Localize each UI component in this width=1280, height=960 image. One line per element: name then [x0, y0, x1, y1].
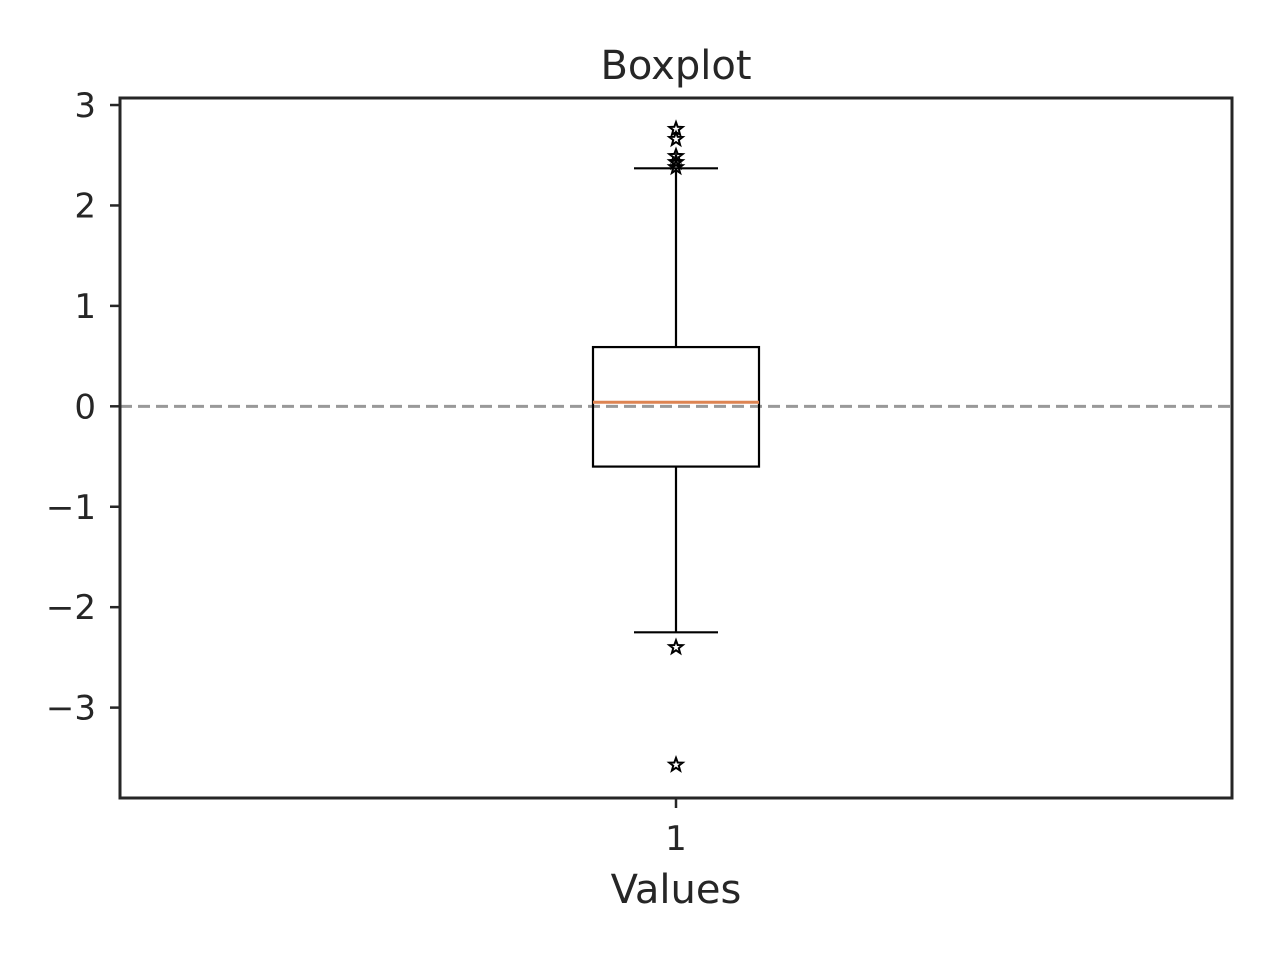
y-tick-label: −2 — [46, 588, 96, 628]
y-tick-label: 2 — [74, 186, 96, 226]
chart-title: Boxplot — [600, 43, 751, 89]
y-tick-label: 1 — [74, 287, 96, 327]
outlier-point — [666, 129, 686, 148]
outlier-point — [666, 152, 686, 171]
x-axis-label: Values — [611, 867, 742, 913]
x-axis: 1 — [665, 798, 687, 859]
iqr-box — [591, 345, 761, 468]
y-tick-label: −1 — [46, 488, 96, 528]
outlier-point — [666, 637, 686, 656]
x-tick-label: 1 — [665, 819, 687, 859]
outlier-point — [666, 754, 686, 773]
y-tick-label: 3 — [74, 86, 96, 126]
y-tick-label: −3 — [46, 689, 96, 729]
y-tick-label: 0 — [74, 387, 96, 427]
outlier-point — [666, 157, 686, 176]
plot-area — [120, 119, 1232, 773]
y-axis: 3 2 1 0 −1 −2 −3 — [46, 86, 120, 729]
